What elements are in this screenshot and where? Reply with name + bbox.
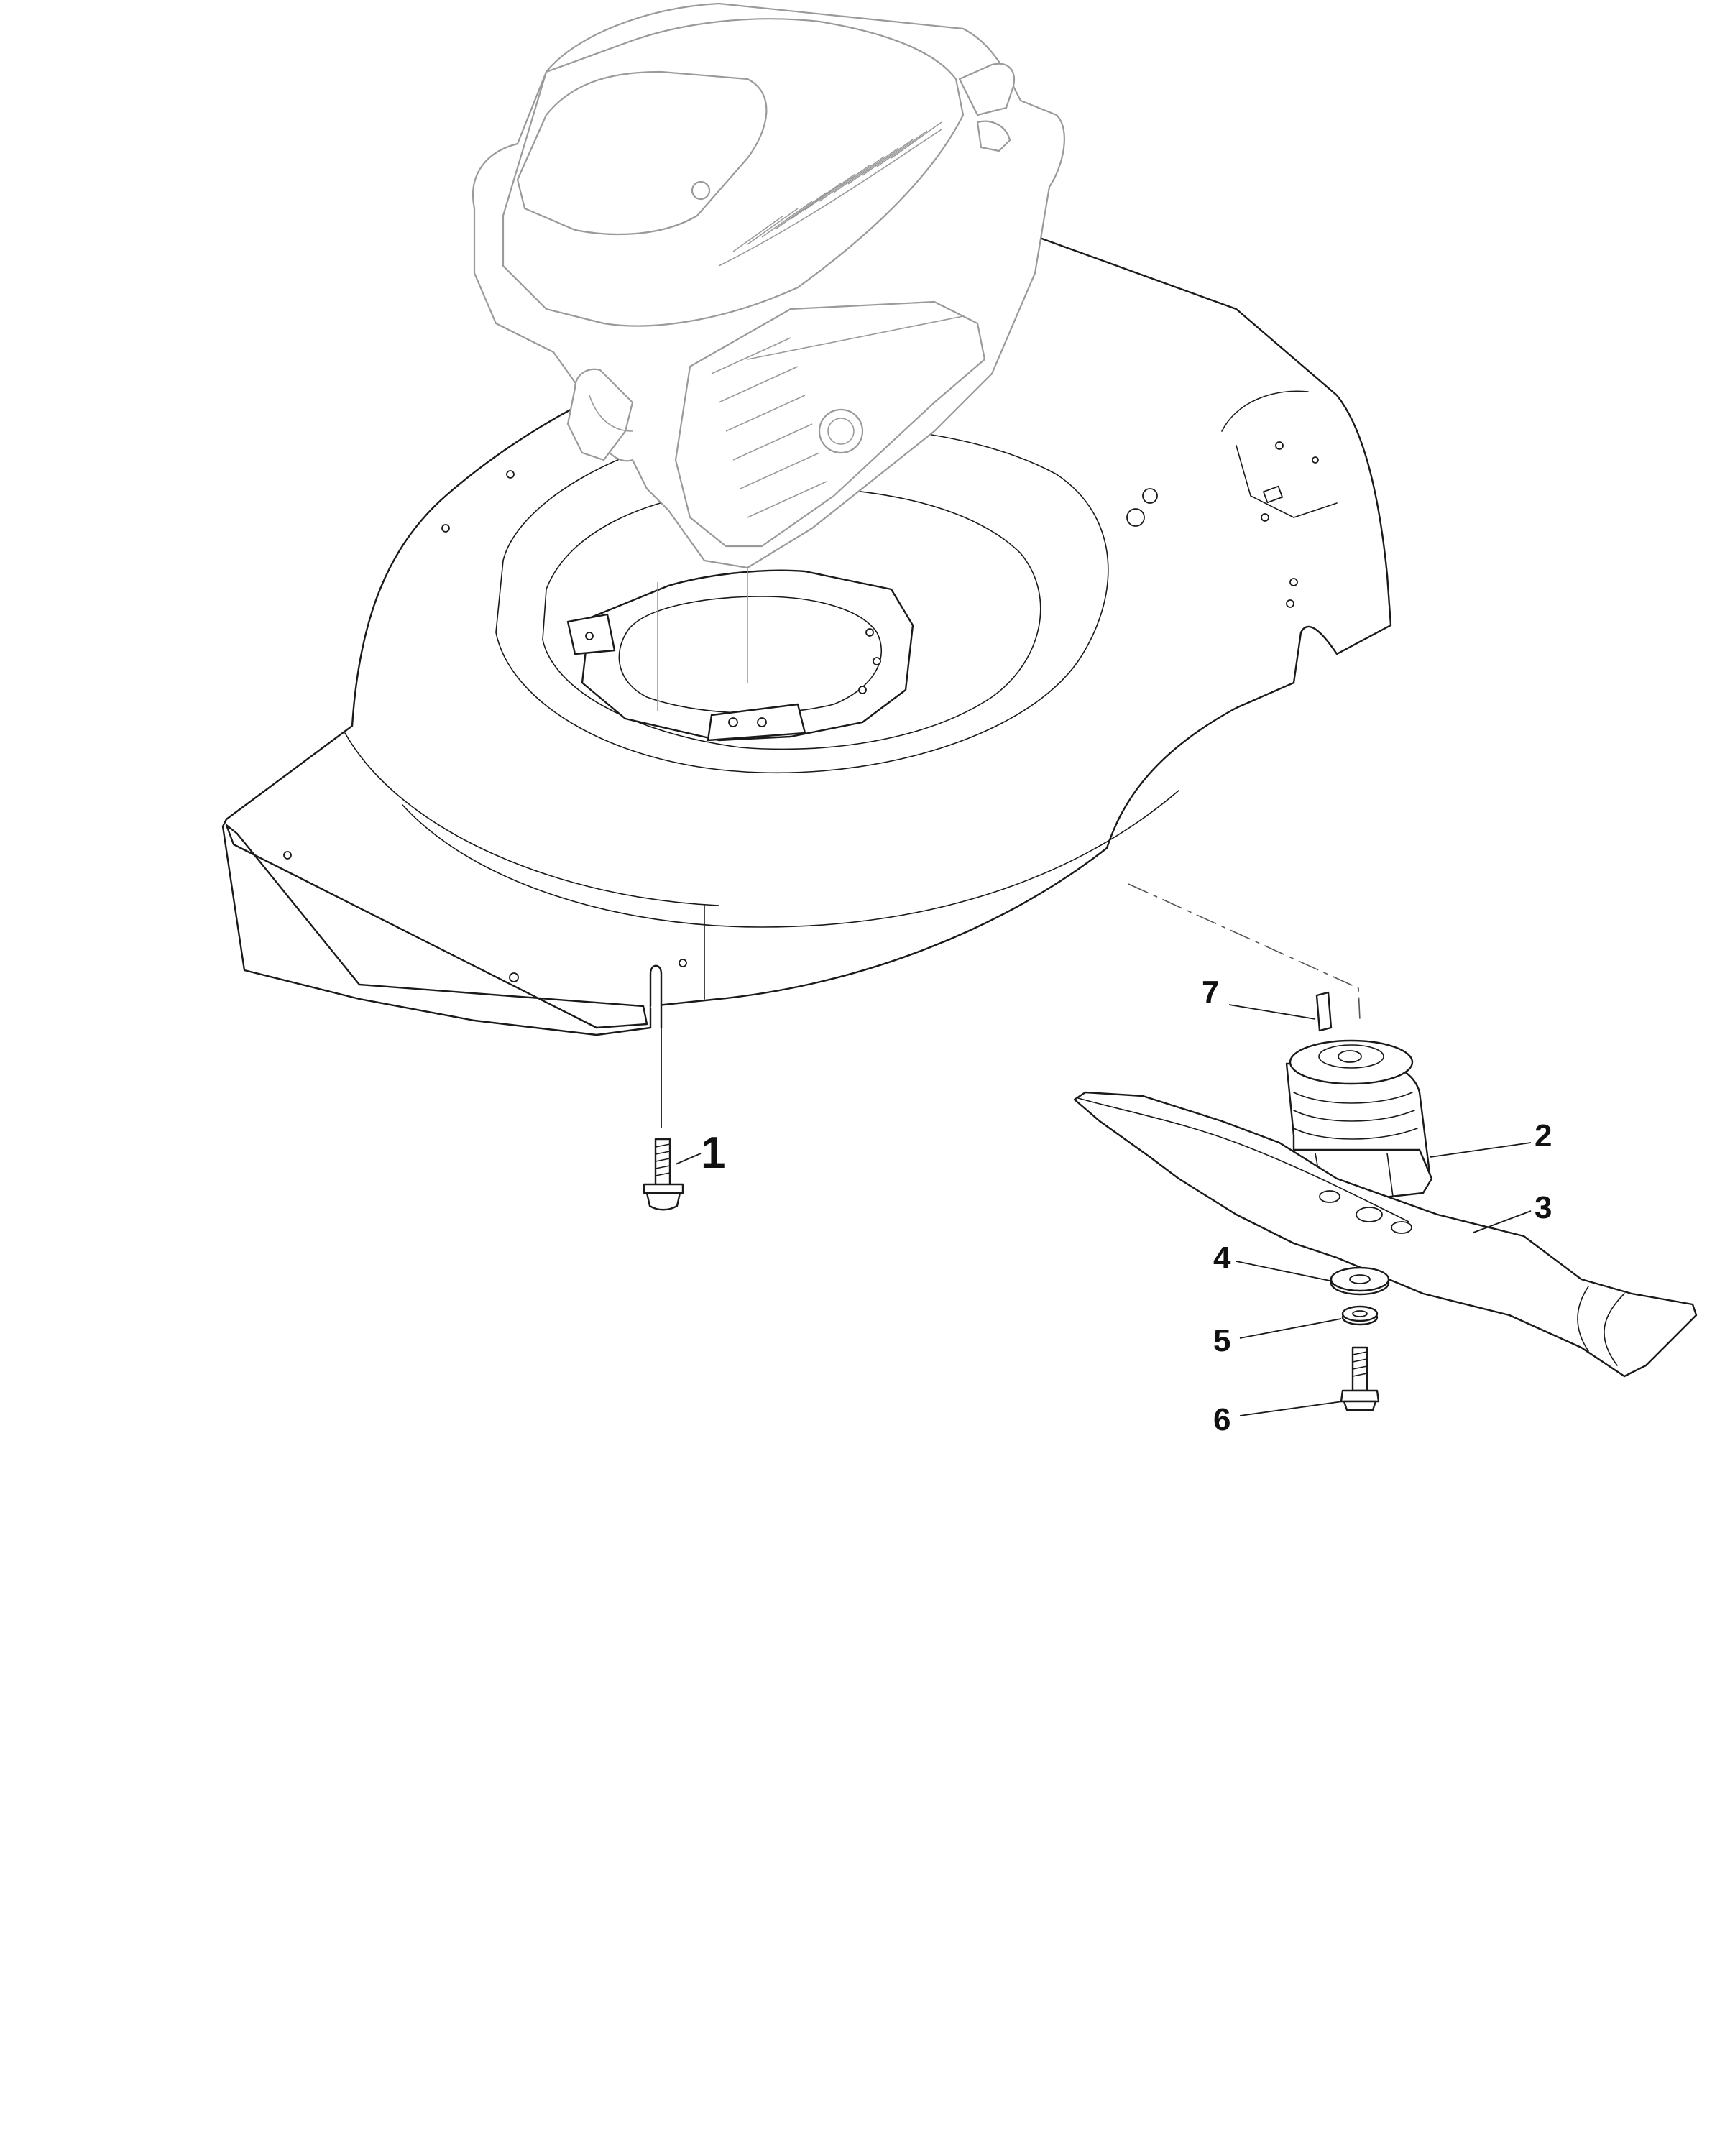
cutting-blade bbox=[1073, 1091, 1698, 1378]
callout-4: 4 bbox=[1213, 1240, 1231, 1276]
callout-1: 1 bbox=[701, 1128, 725, 1178]
engine-assembly bbox=[472, 2, 1065, 711]
callout-2: 2 bbox=[1535, 1118, 1552, 1153]
callout-3: 3 bbox=[1535, 1190, 1552, 1225]
shaft-centerline bbox=[1128, 883, 1361, 1021]
shaft-key bbox=[1228, 991, 1333, 1032]
blade-adapter bbox=[1285, 1039, 1532, 1202]
large-washer bbox=[1236, 1261, 1390, 1296]
blade-bolt bbox=[1239, 1346, 1380, 1416]
spring-washer bbox=[1239, 1305, 1379, 1339]
deck-bolt bbox=[643, 1028, 702, 1211]
callout-5: 5 bbox=[1213, 1323, 1230, 1358]
callout-7: 7 bbox=[1202, 975, 1219, 1010]
callout-6: 6 bbox=[1213, 1402, 1230, 1437]
